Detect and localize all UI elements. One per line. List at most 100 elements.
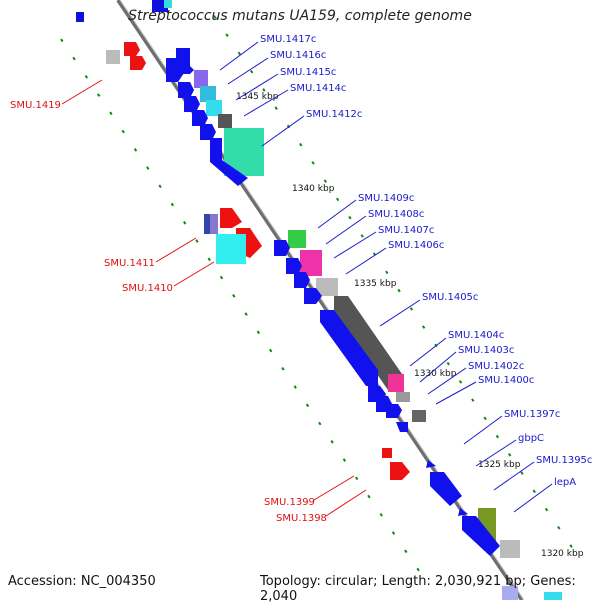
tick-mark xyxy=(146,166,150,170)
feature-arrow[interactable] xyxy=(124,42,140,56)
feature-block[interactable] xyxy=(544,592,562,600)
feature-block[interactable] xyxy=(206,100,222,116)
feature-arrow[interactable] xyxy=(386,404,402,418)
gene-label[interactable]: gbpC xyxy=(518,433,544,444)
tick-mark xyxy=(404,549,408,554)
gene-label[interactable]: SMU.1398 xyxy=(276,513,327,524)
gene-label[interactable]: SMU.1416c xyxy=(270,50,326,61)
feature-block[interactable] xyxy=(76,12,84,22)
gene-label[interactable]: SMU.1415c xyxy=(280,67,336,78)
feature-arrow[interactable] xyxy=(200,124,216,140)
tick-mark xyxy=(299,142,303,147)
feature-arrow[interactable] xyxy=(286,258,302,274)
tick-mark xyxy=(409,307,414,311)
feature-arrow[interactable] xyxy=(294,272,310,288)
tick-mark xyxy=(244,312,248,316)
gene-label[interactable]: SMU.1404c xyxy=(448,330,504,341)
tick-mark xyxy=(96,93,101,97)
feature-block[interactable] xyxy=(164,0,172,8)
tick-mark xyxy=(256,330,261,335)
gene-label[interactable]: SMU.1405c xyxy=(422,292,478,303)
feature-arrow[interactable] xyxy=(210,138,248,186)
gene-label[interactable]: SMU.1411 xyxy=(104,258,155,269)
scale-label: 1325 kbp xyxy=(478,460,521,470)
feature-arrow[interactable] xyxy=(192,110,208,126)
feature-arrow[interactable] xyxy=(426,460,436,468)
gene-label[interactable]: SMU.1408c xyxy=(368,209,424,220)
feature-block[interactable] xyxy=(500,540,520,558)
gene-label[interactable]: SMU.1402c xyxy=(468,361,524,372)
gene-label[interactable]: SMU.1410 xyxy=(122,283,173,294)
gene-label[interactable]: SMU.1400c xyxy=(478,375,534,386)
gene-label[interactable]: SMU.1409c xyxy=(358,193,414,204)
tick-mark xyxy=(342,458,347,462)
gene-label[interactable]: SMU.1406c xyxy=(388,240,444,251)
tick-mark xyxy=(355,476,359,481)
tick-mark xyxy=(219,275,224,280)
feature-block[interactable] xyxy=(334,296,402,390)
gene-label[interactable]: SMU.1412c xyxy=(306,109,362,120)
feature-arrow[interactable] xyxy=(458,508,468,516)
feature-block[interactable] xyxy=(200,86,216,102)
feature-arrow[interactable] xyxy=(304,288,322,304)
feature-block[interactable] xyxy=(316,278,338,296)
accession-text: Accession: NC_004350 xyxy=(8,574,156,589)
gene-label[interactable]: SMU.1399 xyxy=(264,497,315,508)
forward-gene-labels: SMU.1417c SMU.1416c SMU.1415c SMU.1414c … xyxy=(260,34,592,488)
feature-block[interactable] xyxy=(288,230,306,248)
gene-label[interactable]: lepA xyxy=(554,477,576,488)
tick-mark xyxy=(379,513,383,517)
feature-arrow[interactable] xyxy=(130,56,146,70)
tick-mark xyxy=(195,239,199,243)
tick-mark xyxy=(520,471,524,475)
feature-block[interactable] xyxy=(502,586,518,600)
feature-arrow[interactable] xyxy=(462,516,500,556)
feature-block[interactable] xyxy=(204,214,210,234)
tick-mark xyxy=(207,257,211,262)
tick-mark xyxy=(225,33,229,37)
tick-mark xyxy=(158,184,162,189)
feature-block[interactable] xyxy=(210,214,218,234)
feature-block[interactable] xyxy=(300,250,322,276)
feature-arrow[interactable] xyxy=(396,422,408,432)
feature-block[interactable] xyxy=(216,234,246,264)
feature-block[interactable] xyxy=(106,50,120,64)
tick-mark xyxy=(281,367,285,371)
tick-mark xyxy=(262,88,266,92)
feature-arrow[interactable] xyxy=(178,82,194,98)
gene-label[interactable]: SMU.1414c xyxy=(290,83,346,94)
gene-label[interactable]: SMU.1403c xyxy=(458,345,514,356)
genome-title: Streptococcus mutans UA159, complete gen… xyxy=(128,8,472,24)
feature-arrow[interactable] xyxy=(382,448,392,458)
feature-block[interactable] xyxy=(412,410,426,422)
feature-block[interactable] xyxy=(218,114,232,128)
feature-arrow[interactable] xyxy=(220,208,242,228)
tick-mark xyxy=(507,453,512,457)
feature-arrow[interactable] xyxy=(430,472,462,506)
feature-arrow[interactable] xyxy=(184,96,200,112)
tick-mark xyxy=(557,526,561,530)
gene-label[interactable]: SMU.1419 xyxy=(10,100,61,111)
scale-labels: 1345 kbp 1340 kbp 1335 kbp 1330 kbp 1325… xyxy=(236,92,584,559)
reverse-leader-lines xyxy=(61,79,367,517)
tick-mark xyxy=(385,270,389,275)
feature-arrow[interactable] xyxy=(274,240,290,256)
gene-label[interactable]: SMU.1407c xyxy=(378,225,434,236)
gene-label[interactable]: SMU.1417c xyxy=(260,34,316,45)
tick-mark xyxy=(367,494,371,499)
tick-mark xyxy=(318,421,322,426)
feature-arrow[interactable] xyxy=(166,58,186,82)
feature-block[interactable] xyxy=(388,374,404,392)
feature-block[interactable] xyxy=(396,392,410,402)
tick-mark xyxy=(121,129,125,134)
tick-mark xyxy=(446,361,450,366)
tick-mark xyxy=(60,38,64,43)
tick-mark xyxy=(348,215,352,220)
gene-label[interactable]: SMU.1397c xyxy=(504,409,560,420)
feature-arrow[interactable] xyxy=(320,310,378,386)
feature-block[interactable] xyxy=(194,70,208,88)
feature-arrow[interactable] xyxy=(390,462,410,480)
tick-mark xyxy=(249,69,254,74)
gene-label[interactable]: SMU.1395c xyxy=(536,455,592,466)
